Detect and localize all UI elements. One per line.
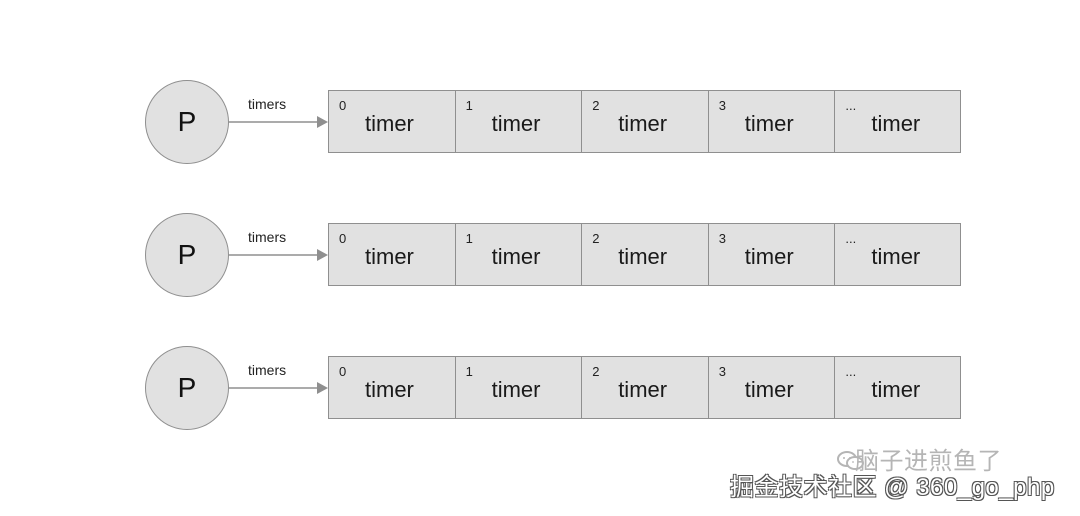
cell-index: 1 bbox=[465, 364, 473, 379]
cell-text: timer bbox=[871, 111, 921, 136]
timer-cell: 2 timer bbox=[581, 223, 708, 286]
cell-index: 0 bbox=[339, 231, 347, 246]
cell-text: timer bbox=[491, 244, 541, 269]
diagram-row: P timers 0 timer 1 timer 2 timer 3 timer bbox=[0, 213, 1080, 303]
diagram-row: P timers 0 timer 1 timer 2 timer 3 timer bbox=[0, 80, 1080, 170]
cell-index: 2 bbox=[592, 231, 600, 246]
p-node: P bbox=[145, 80, 229, 164]
cell-text: timer bbox=[871, 244, 921, 269]
cell-index: 3 bbox=[718, 364, 727, 379]
timer-cell: ... timer bbox=[834, 356, 961, 419]
cell-index: 2 bbox=[592, 364, 600, 379]
cell-text: timer bbox=[618, 244, 668, 269]
arrow-connector bbox=[229, 116, 328, 128]
timer-cell: ... timer bbox=[834, 90, 961, 153]
arrow-connector bbox=[229, 249, 328, 261]
edge-label: timers bbox=[248, 229, 287, 245]
timer-array: 0 timer 1 timer 2 timer 3 timer ... time… bbox=[328, 356, 961, 419]
cell-text: timer bbox=[618, 111, 668, 136]
cell-index: 1 bbox=[465, 98, 473, 113]
cell-index: 2 bbox=[592, 98, 600, 113]
timer-cell: 3 timer bbox=[707, 90, 835, 153]
cell-index: ... bbox=[845, 98, 857, 113]
cell-text: timer bbox=[491, 377, 541, 402]
timer-cell: 2 timer bbox=[581, 90, 708, 153]
cell-index: ... bbox=[845, 231, 857, 246]
cell-index: 3 bbox=[718, 98, 727, 113]
timer-cell: 0 timer bbox=[328, 90, 455, 153]
cell-text: timer bbox=[365, 377, 414, 402]
timer-cell: 3 timer bbox=[707, 356, 835, 419]
cell-text: timer bbox=[744, 244, 794, 269]
p-node: P bbox=[145, 213, 229, 297]
cell-index: 3 bbox=[718, 231, 727, 246]
edge-label: timers bbox=[248, 96, 287, 112]
cell-text: timer bbox=[365, 244, 414, 269]
timer-cell: 3 timer bbox=[707, 223, 835, 286]
timer-array: 0 timer 1 timer 2 timer 3 timer ... time… bbox=[328, 223, 961, 286]
diagram-row: P timers 0 timer 1 timer 2 timer 3 timer bbox=[0, 346, 1080, 436]
wechat-icon bbox=[837, 451, 864, 470]
wechat-watermark-text: 脑子进煎鱼了 bbox=[855, 448, 1002, 475]
cell-text: timer bbox=[618, 377, 668, 402]
cell-text: timer bbox=[744, 377, 794, 402]
cell-text: timer bbox=[491, 111, 541, 136]
timer-array: 0 timer 1 timer 2 timer 3 timer ... time… bbox=[328, 90, 961, 153]
cell-text: timer bbox=[365, 111, 414, 136]
timer-cell: 1 timer bbox=[454, 223, 582, 286]
cell-index: 0 bbox=[339, 98, 347, 113]
cell-text: timer bbox=[871, 377, 921, 402]
timer-cell: 0 timer bbox=[328, 223, 455, 286]
cell-index: 0 bbox=[339, 364, 347, 379]
arrow-connector bbox=[229, 382, 328, 394]
cell-index: 1 bbox=[465, 231, 473, 246]
cell-text: timer bbox=[744, 111, 794, 136]
timer-cell: 1 timer bbox=[454, 356, 582, 419]
timer-cell: 2 timer bbox=[581, 356, 708, 419]
timer-cell: 1 timer bbox=[454, 90, 582, 153]
site-watermark-text: 掘金技术社区 @ 360_go_php bbox=[730, 474, 1055, 501]
timer-cell: ... timer bbox=[834, 223, 961, 286]
p-node: P bbox=[145, 346, 229, 430]
cell-index: ... bbox=[845, 364, 857, 379]
edge-label: timers bbox=[248, 362, 287, 378]
timer-cell: 0 timer bbox=[328, 356, 455, 419]
